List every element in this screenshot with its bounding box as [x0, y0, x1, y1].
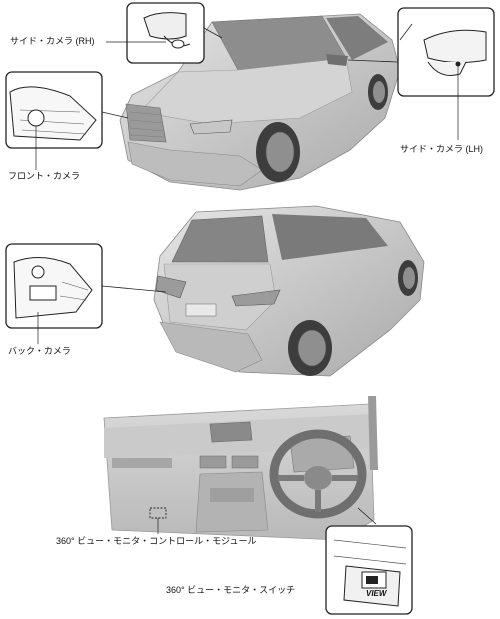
monitor-switch-callout	[325, 507, 413, 615]
monitor-switch-label: 360° ビュー・モニタ・スイッチ	[166, 585, 296, 595]
view-switch-text: VIEW	[366, 589, 387, 598]
side-camera-rh-label: サイド・カメラ (RH)	[10, 36, 95, 46]
dashboard-illustration	[103, 396, 378, 541]
rear-car-illustration	[153, 205, 425, 377]
front-camera-label: フロント・カメラ	[8, 171, 81, 181]
side-camera-rh-callout	[106, 2, 223, 64]
back-camera-label: バック・カメラ	[8, 346, 71, 356]
control-module-label: 360° ビュー・モニタ・コントロール・モジュール	[56, 536, 257, 546]
front-camera-callout	[5, 71, 129, 170]
side-camera-lh-callout	[347, 7, 495, 140]
back-camera-callout	[5, 243, 167, 344]
side-camera-lh-label: サイド・カメラ (LH)	[400, 144, 483, 154]
